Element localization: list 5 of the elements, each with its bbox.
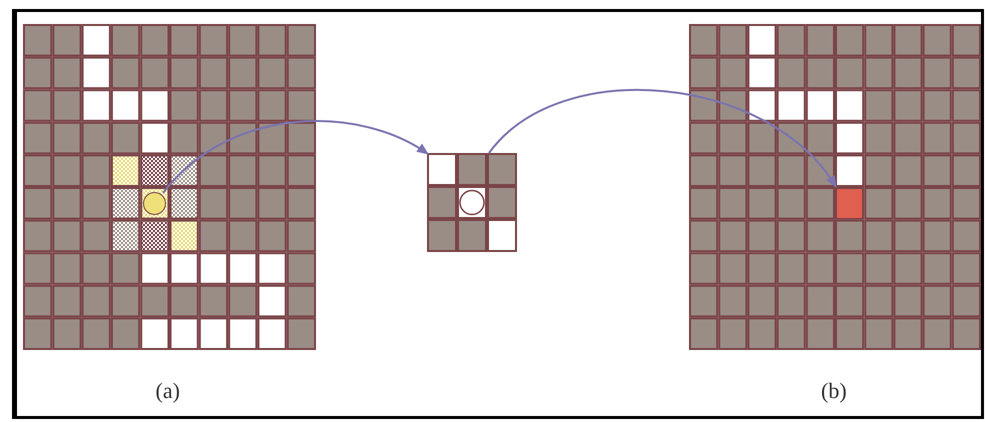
highlighted-pixel-cell (836, 188, 864, 219)
curved-arrow (162, 120, 429, 194)
panel-caption: (b) (821, 378, 847, 404)
curved-arrow (488, 89, 837, 188)
panel-caption: (a) (156, 378, 180, 404)
